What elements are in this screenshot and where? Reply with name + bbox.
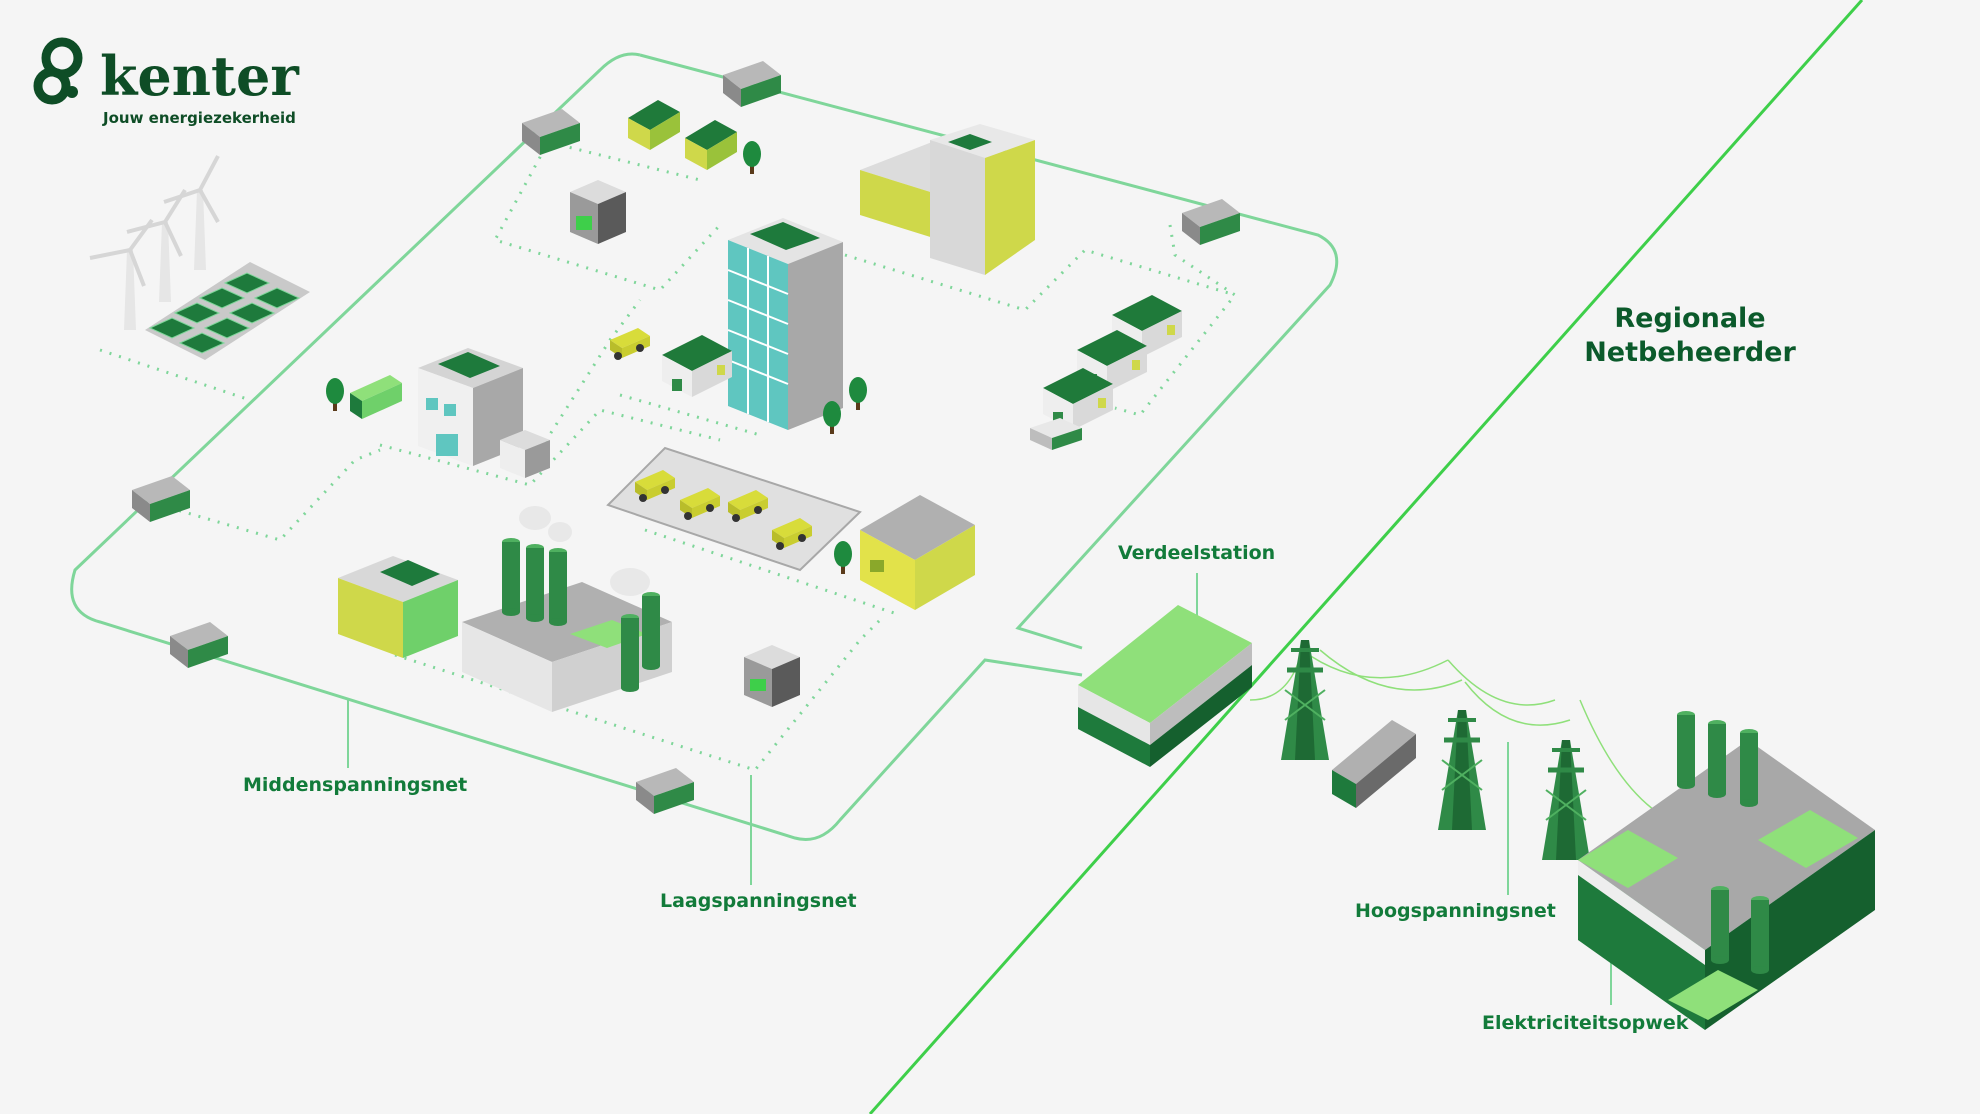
houses-top [628, 100, 761, 174]
wind-turbines [89, 155, 220, 330]
ev-parking [606, 446, 862, 572]
chimney [1711, 886, 1729, 964]
brand-tagline: Jouw energiezekerheid [103, 109, 296, 127]
chimney [1740, 729, 1758, 807]
verdeelstation-label: Verdeelstation [1118, 542, 1276, 564]
kenter-logo-icon [33, 37, 83, 105]
region-title-line2: Netbeheerder [1584, 337, 1796, 368]
power-plant [1578, 740, 1875, 1030]
car [610, 328, 650, 360]
transformer-box [723, 61, 781, 107]
pylon [1438, 710, 1486, 830]
utility-cabinet [500, 430, 550, 478]
laagspanningsnet-label: Laagspanningsnet [660, 890, 857, 912]
tree [849, 377, 867, 410]
pylon [1542, 740, 1590, 860]
house-yellow [860, 495, 975, 610]
transformer-box [170, 622, 228, 668]
middenspanningsnet-ring [639, 53, 1339, 650]
office-building-yellow [860, 124, 1035, 275]
power-lines [1249, 649, 1701, 831]
solar-farm [145, 262, 310, 360]
chimney [1708, 720, 1726, 798]
van [1030, 418, 1082, 450]
middenspanningsnet-ring-left [70, 52, 1083, 841]
house [662, 335, 732, 397]
region-title-line1: Regionale [1614, 303, 1766, 334]
tree [823, 401, 841, 434]
substation-box [1332, 720, 1416, 808]
region-title: Regionale Netbeheerder [1520, 302, 1860, 370]
transformer-box [636, 768, 694, 814]
factory [338, 506, 672, 712]
truck [350, 375, 402, 419]
hoogspanningsnet-label: Hoogspanningsnet [1355, 900, 1556, 922]
charging-kiosk [570, 180, 626, 244]
tree [326, 378, 344, 411]
elektriciteitsopwek-label: Elektriciteitsopwek [1482, 1012, 1689, 1034]
transformer-box [132, 476, 190, 522]
pylon [1281, 640, 1329, 760]
tree [834, 541, 852, 574]
office-tower [727, 218, 843, 430]
region-divider-line [868, 0, 1864, 1114]
verdeelstation-building [1078, 605, 1252, 767]
brand-name: kenter [100, 44, 299, 108]
transformer-box [1182, 199, 1240, 245]
charging-kiosk [744, 645, 800, 707]
middenspanningsnet-label: Middenspanningsnet [243, 774, 468, 796]
chimney [1677, 711, 1695, 789]
chimney [1751, 896, 1769, 974]
